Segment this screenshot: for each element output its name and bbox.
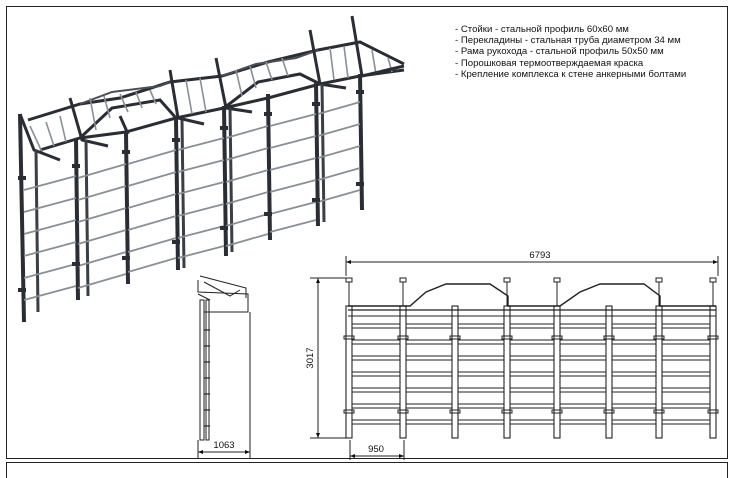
depth-dimension: 1063	[213, 440, 234, 451]
front-view	[310, 256, 719, 460]
bottom-strip	[6, 462, 728, 478]
section-width-dimension: 950	[368, 444, 384, 455]
drawing-frame	[6, 6, 728, 459]
height-dimension: 3017	[305, 347, 316, 368]
note-mounting: - Крепление комплекса к стене анкерными …	[455, 68, 687, 80]
length-dimension: 6793	[529, 250, 550, 261]
note-rungs: - Перекладины - стальная труба диаметром…	[455, 35, 681, 47]
side-view	[197, 275, 251, 458]
note-monkey-bar-frame: - Рама рукохода - стальной профиль 50х50…	[455, 46, 664, 58]
isometric-view	[18, 15, 405, 323]
spec-notes: - Стойки - стальной профиль 60х60 мм - П…	[455, 24, 725, 80]
note-paint: - Порошковая термоотверждаемая краска	[455, 57, 644, 69]
note-posts: - Стойки - стальной профиль 60х60 мм	[455, 24, 629, 35]
